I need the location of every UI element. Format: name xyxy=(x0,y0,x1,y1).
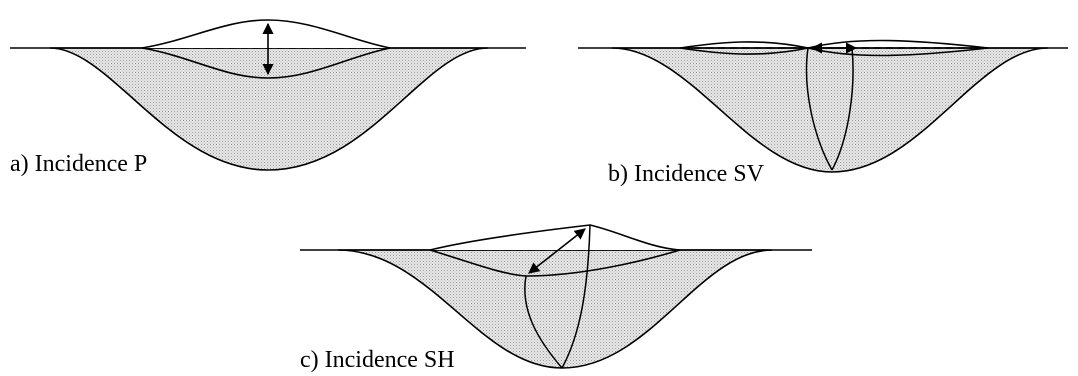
caption-incidence-sh: c) Incidence SH xyxy=(300,348,455,372)
caption-incidence-p: a) Incidence P xyxy=(10,152,147,176)
panel-b-incidence-sv xyxy=(578,41,1068,173)
panel-c-deformed-surface-up xyxy=(430,225,680,250)
panel-a-incidence-p xyxy=(10,20,526,170)
caption-incidence-sv: b) Incidence SV xyxy=(608,162,764,186)
panel-b-basin xyxy=(612,48,1048,172)
panel-a-deformed-surface-up xyxy=(142,20,390,48)
